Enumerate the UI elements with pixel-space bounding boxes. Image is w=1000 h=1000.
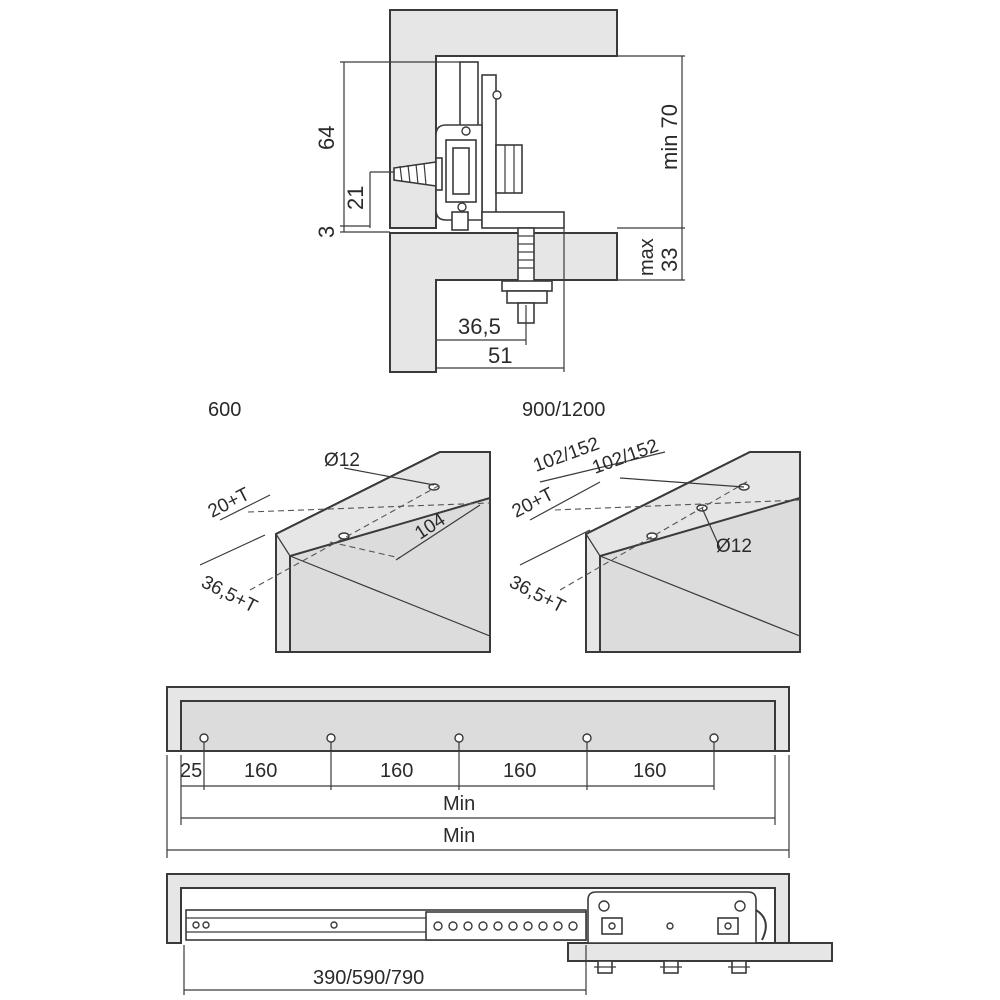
- threaded-bolt: [501, 227, 553, 324]
- spacing-2: 160: [380, 760, 413, 782]
- spacing-first-offset: 25: [180, 760, 202, 782]
- section-side-view: 64 21 3 min 70 max 33 36,5 51: [314, 9, 685, 373]
- iso-900-title: 900/1200: [522, 399, 605, 421]
- spacing-hole-4: [582, 733, 592, 743]
- mounting-plate: [587, 891, 757, 944]
- dim-36-5: 36,5: [458, 314, 501, 339]
- dim-64: 64: [314, 126, 339, 150]
- iso-600-title: 600: [208, 399, 241, 421]
- wood-screw: [393, 157, 443, 191]
- iso-900-102b: 102/152: [590, 435, 662, 478]
- spacing-hole-3: [454, 733, 464, 743]
- iso-view-600: 600 Ø12 20+T 104 36,5+T: [198, 399, 491, 653]
- iso-900-36-5T: 36,5+T: [506, 572, 569, 618]
- dim-21: 21: [343, 186, 368, 210]
- spacing-3: 160: [503, 760, 536, 782]
- dim-3: 3: [314, 226, 339, 238]
- hole-a: [646, 532, 658, 540]
- iso-600-diameter: Ø12: [324, 450, 360, 471]
- dim-max-label: max: [636, 238, 658, 276]
- iso-600-20T: 20+T: [205, 484, 254, 523]
- iso-900-20T: 20+T: [509, 484, 558, 523]
- spacing-4: 160: [633, 760, 666, 782]
- dim-51: 51: [488, 343, 512, 368]
- spacing-1: 160: [244, 760, 277, 782]
- runner-bracket: [435, 61, 565, 231]
- min-outer-label: Min: [443, 825, 475, 847]
- hole-back: [428, 483, 440, 491]
- spacing-hole-2: [326, 733, 336, 743]
- iso-600-36-5T: 36,5+T: [198, 572, 261, 618]
- hole-spacing-view: 25 160 160 160 160 Min Min: [166, 686, 790, 858]
- iso-view-900-1200: 900/1200 102/152 102/152 20+T Ø12 36,5+T: [506, 399, 801, 653]
- upper-cabinet-panel: [389, 9, 618, 229]
- spacing-hole-5: [709, 733, 719, 743]
- hole-front: [338, 532, 350, 540]
- runner-length-label: 390/590/790: [313, 967, 424, 989]
- min-inner-label: Min: [443, 793, 475, 815]
- dim-33: 33: [657, 248, 682, 272]
- dim-min-70: min 70: [657, 104, 682, 170]
- spacing-hole-1: [199, 733, 209, 743]
- iso-900-diameter: Ø12: [716, 536, 752, 557]
- runner-view: 390/590/790: [166, 873, 833, 995]
